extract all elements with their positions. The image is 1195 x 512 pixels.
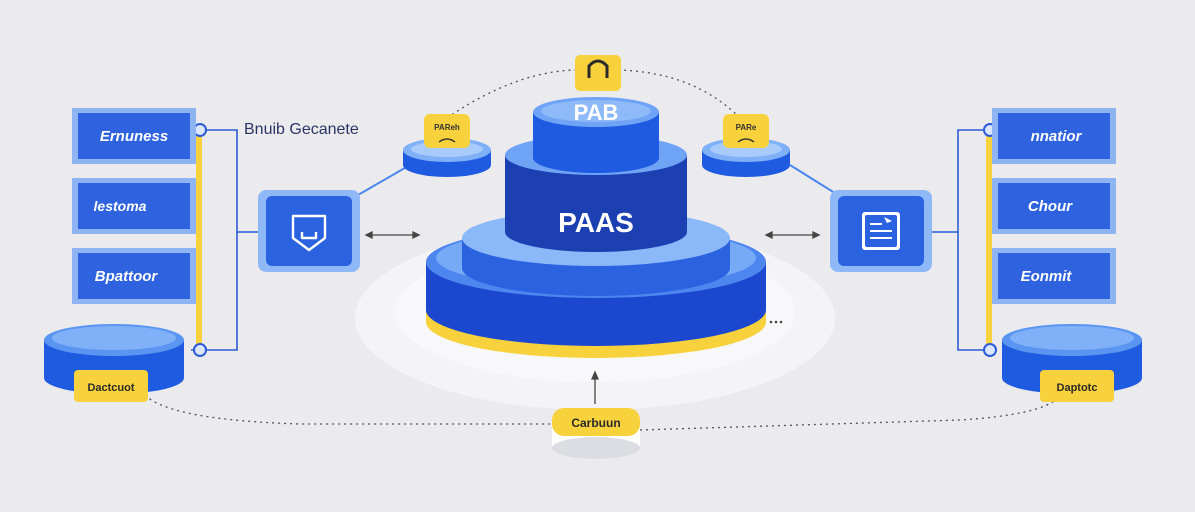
arrow-left-double [364,230,421,240]
right-database[interactable]: Daptotc [1002,324,1142,402]
left-box-1-label: Ernuness [100,128,168,145]
left-node-bottom [193,343,207,357]
link-right-icon-to-platform [789,164,839,196]
arrow-up [591,370,599,404]
right-box-2-label: Chour [1028,198,1073,215]
left-box-2[interactable]: lestoma [72,178,196,234]
small-platform-right[interactable]: PARe [702,114,790,177]
dotted-link-bottom-right [639,397,1059,431]
dotted-link-top [446,69,739,119]
left-yellow-rail [196,130,202,350]
right-yellow-rail [986,130,992,350]
right-connectors [930,129,990,351]
left-box-3[interactable]: Bpattoor [72,248,196,304]
shield-icon [291,214,327,252]
link-left-icon-to-platform [357,164,411,196]
bottom-node-label: Carbuun [571,416,620,430]
left-service-node[interactable] [258,190,360,272]
left-database-label: Dactcuot [87,382,134,394]
right-box-3[interactable]: Eonmit [992,248,1116,304]
right-box-1-label: nnatior [1031,128,1083,145]
left-box-2-label: lestoma [94,198,147,214]
right-box-1[interactable]: nnatior [992,108,1116,164]
right-box-2[interactable]: Chour [992,178,1116,234]
document-icon [862,212,900,250]
bottom-node[interactable]: Carbuun [552,408,640,459]
small-platform-right-badge: PARe [736,123,757,132]
diagram-caption: Bnuib Gecanete [244,121,359,138]
lock-icon [575,55,621,91]
right-box-3-label: Eonmit [1021,268,1073,285]
arrow-right-double [764,230,821,240]
platform-top-tier: PAB [533,97,659,173]
platform-top-label: PAB [574,100,619,125]
decorative-dots [769,320,783,324]
right-node-bottom [983,343,997,357]
left-box-1[interactable]: Ernuness [72,108,196,164]
left-database[interactable]: Dactcuot [44,324,184,402]
right-service-node[interactable] [830,190,932,272]
right-database-label: Daptotc [1057,382,1098,394]
left-box-3-label: Bpattoor [95,268,159,285]
small-platform-left-badge: PAReh [434,123,460,132]
platform-middle-label: PAAS [558,207,634,238]
small-platform-left[interactable]: PAReh [403,114,491,177]
